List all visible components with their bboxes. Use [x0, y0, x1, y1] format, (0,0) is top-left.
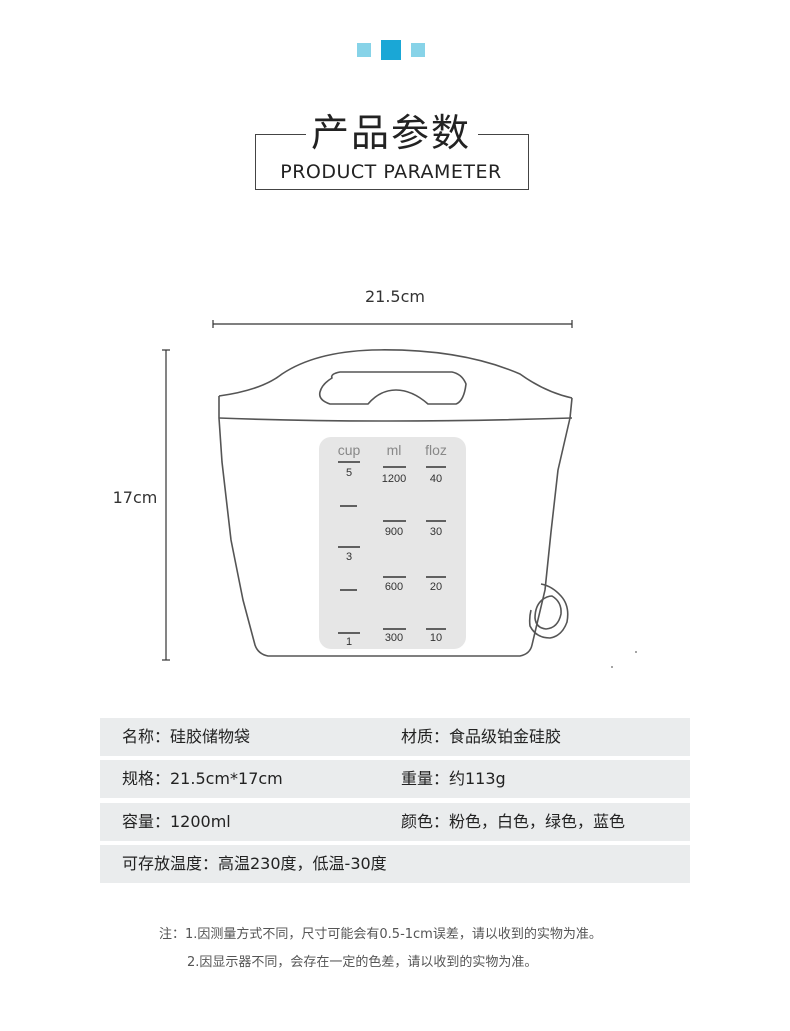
spec-weight: 重量：约113g [401, 769, 506, 788]
spec-material: 材质：食品级铂金硅胶 [401, 727, 562, 746]
spec-size: 规格：21.5cm*17cm [122, 769, 283, 788]
spec-capacity: 容量：1200ml [122, 812, 231, 831]
spec-row: 可存放温度：高温230度，低温-30度 [100, 845, 690, 883]
ml-mark-label: 1200 [382, 473, 406, 485]
ml-mark-label: 300 [385, 632, 403, 644]
accent-square-1 [357, 43, 371, 57]
spec-row: 规格：21.5cm*17cm 重量：约113g [100, 760, 690, 798]
title-frame-top-left [256, 134, 306, 135]
note-line-2: 2.因显示器不同，会存在一定的色差，请以收到的实物为准。 [187, 955, 538, 970]
height-label: 17cm [112, 488, 158, 507]
bag-diagram: cup ml floz 5 3 1 1200 900 600 300 40 30… [162, 320, 637, 668]
cup-mark-label: 1 [346, 636, 352, 648]
page-title-cn: 产品参数 [310, 111, 471, 155]
page-title-en: PRODUCT PARAMETER [280, 161, 502, 183]
cup-mark-label: 5 [346, 467, 352, 479]
cup-mark-label: 3 [346, 551, 352, 563]
speck-dot [635, 651, 637, 653]
height-dimension-line [162, 349, 170, 661]
bag-outline [218, 349, 573, 657]
floz-mark-label: 40 [430, 473, 442, 485]
scale-header-ml: ml [387, 442, 402, 458]
floz-mark-label: 20 [430, 581, 442, 593]
ml-mark-label: 600 [385, 581, 403, 593]
speck-dot [611, 666, 613, 668]
scale-marks [338, 461, 446, 634]
scale-header-floz: floz [425, 442, 447, 458]
measurement-panel [319, 437, 466, 649]
width-label: 21.5cm [364, 287, 425, 306]
spec-row: 容量：1200ml 颜色：粉色，白色，绿色，蓝色 [100, 803, 690, 841]
floz-mark-label: 10 [430, 632, 442, 644]
accent-square-2 [381, 40, 401, 60]
accent-square-3 [411, 43, 425, 57]
spec-name: 名称：硅胶储物袋 [122, 727, 251, 746]
ml-mark-label: 900 [385, 526, 403, 538]
spec-temperature: 可存放温度：高温230度，低温-30度 [122, 854, 387, 873]
width-dimension-line [212, 320, 573, 328]
header-squares [357, 40, 429, 60]
note-line-1: 注：1.因测量方式不同，尺寸可能会有0.5-1cm误差，请以收到的实物为准。 [159, 927, 602, 942]
scale-header-cup: cup [338, 442, 361, 458]
title-frame-top-right [478, 134, 528, 135]
spec-colors: 颜色：粉色，白色，绿色，蓝色 [401, 812, 626, 831]
title-frame [255, 134, 529, 190]
floz-mark-label: 30 [430, 526, 442, 538]
spec-row: 名称：硅胶储物袋 材质：食品级铂金硅胶 [100, 718, 690, 756]
